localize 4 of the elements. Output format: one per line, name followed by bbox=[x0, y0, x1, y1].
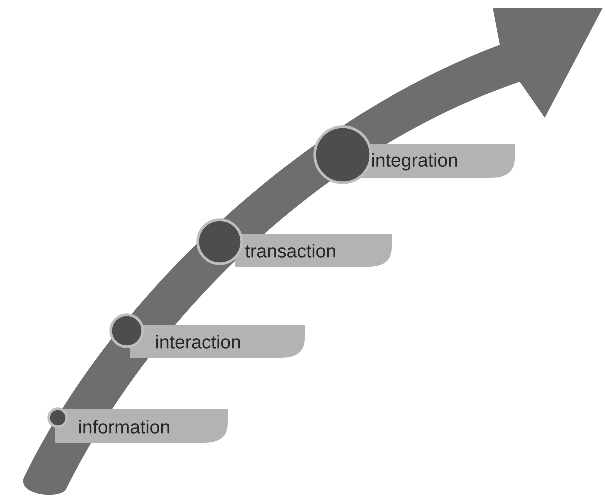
step-tab: information bbox=[48, 408, 228, 443]
step-tab: interaction bbox=[110, 314, 305, 358]
step-tab: transaction bbox=[196, 218, 392, 267]
step-tab: integration bbox=[314, 126, 515, 184]
